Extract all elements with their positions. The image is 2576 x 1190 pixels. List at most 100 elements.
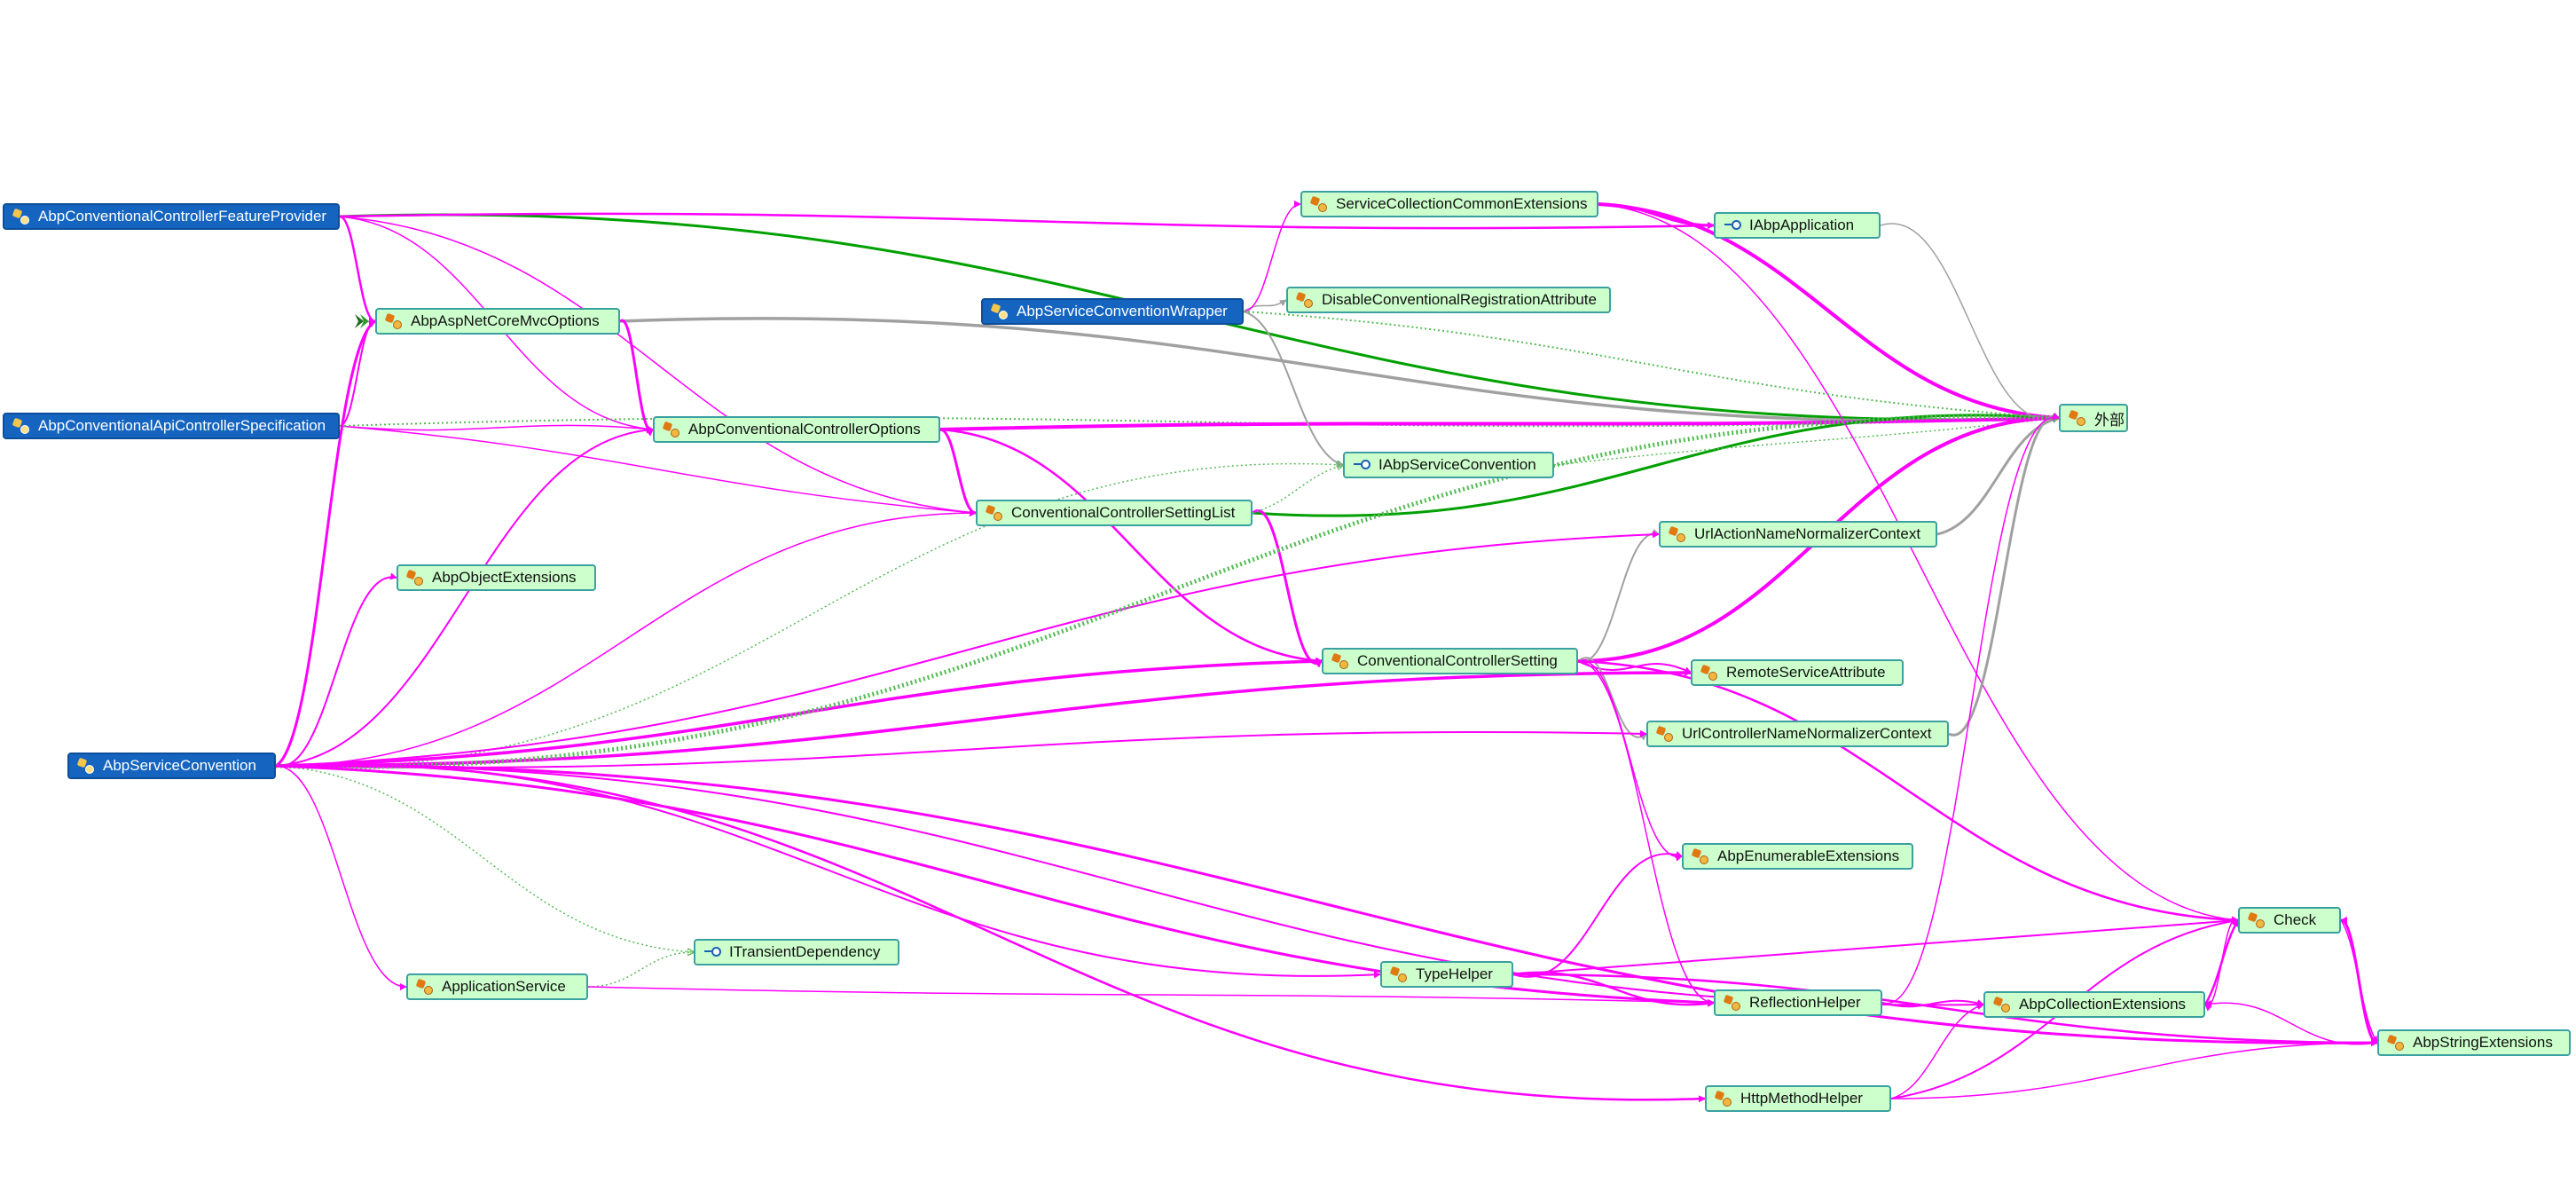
node-label: IAbpServiceConvention [1378,456,1536,473]
edge-settingList-to-controllerSetting [1252,509,1323,668]
node-label: ITransientDependency [729,943,881,960]
edge-settingList-to-iAbpServiceConvention [1252,465,1343,514]
node-label: ApplicationService [442,978,566,995]
edge-serviceConvention-to-aspNetCoreMvcOptions [275,319,376,768]
edge-aspNetCoreMvcOptions-to-controllerOptions [619,319,654,437]
edge-serviceConvention-to-iAbpServiceConvention [275,464,1343,768]
class-icon [990,303,1009,319]
node-label: Check [2274,911,2317,928]
class-icon [1331,653,1350,669]
class-icon [1700,665,1719,681]
node-label: HttpMethodHelper [1740,1090,1863,1107]
node-iAbpApplication[interactable]: IAbpApplication [1714,212,1881,239]
class-icon [12,418,31,434]
node-typeHelper[interactable]: TypeHelper [1380,961,1513,988]
node-collectionExtensions[interactable]: AbpCollectionExtensions [1983,991,2205,1018]
node-reflectionHelper[interactable]: ReflectionHelper [1714,989,1882,1016]
node-conventionWrapper[interactable]: AbpServiceConventionWrapper [981,298,1244,325]
node-disableConventional[interactable]: DisableConventionalRegistrationAttribute [1286,287,1611,313]
node-urlActionNormalizer[interactable]: UrlActionNameNormalizerContext [1659,521,1937,548]
node-stringExtensions[interactable]: AbpStringExtensions [2377,1029,2571,1056]
node-enumerableExtensions[interactable]: AbpEnumerableExtensions [1682,843,1913,870]
class-icon [985,505,1004,521]
node-label: IAbpApplication [1749,217,1855,233]
edge-iAbpServiceConvention-to-external [1553,418,2059,466]
edge-applicationService-to-reflectionHelper [587,986,1715,1006]
class-icon [662,422,681,437]
interface-icon [1352,457,1371,473]
class-icon [1992,997,2012,1013]
edge-controllerSetting-to-check [1577,659,2239,924]
node-label: AbpStringExtensions [2413,1034,2553,1051]
node-label: AbpCollectionExtensions [2019,996,2187,1013]
edge-serviceCollectionCommon-to-external [1598,202,2060,422]
edge-iAbpApplication-to-external [1880,223,2060,423]
node-iAbpServiceConvention[interactable]: IAbpServiceConvention [1343,452,1554,478]
edge-serviceConvention-to-remoteServiceAttr [275,669,1692,768]
edge-typeHelper-to-stringExtensions [1512,973,2378,1046]
class-icon [2386,1035,2406,1051]
node-iTransientDependency[interactable]: ITransientDependency [694,939,899,965]
node-check[interactable]: Check [2238,907,2341,934]
node-controllerOptions[interactable]: AbpConventionalControllerOptions [653,416,940,443]
node-label: ConventionalControllerSettingList [1011,504,1236,521]
edge-conventionWrapper-to-iAbpServiceConvention [1243,311,1344,467]
edge-controllerSetting-to-urlActionNormalizer [1577,528,1660,663]
node-label: AbpServiceConventionWrapper [1017,303,1228,319]
node-label: UrlControllerNameNormalizerContext [1682,725,1932,742]
node-label: ServiceCollectionCommonExtensions [1336,195,1588,212]
node-label: AbpConventionalControllerOptions [688,421,921,437]
node-serviceConvention[interactable]: AbpServiceConvention [67,753,276,779]
node-external[interactable]: 外部 [2059,404,2128,432]
edge-serviceConvention-to-iTransientDependency [275,765,694,952]
node-httpMethodHelper[interactable]: HttpMethodHelper [1705,1085,1891,1112]
class-icon [1668,526,1687,542]
edge-controllerOptions-to-controllerSetting [939,428,1323,665]
edge-typeHelper-to-reflectionHelper [1512,971,1715,1007]
interface-icon [703,944,722,960]
edge-featureProvider-to-aspNetCoreMvcOptions [339,215,376,325]
class-icon [384,313,404,329]
node-aspNetCoreMvcOptions[interactable]: AbpAspNetCoreMvcOptions [375,308,620,335]
class-icon [1691,848,1710,864]
node-label: AbpServiceConvention [103,757,256,774]
node-featureProvider[interactable]: AbpConventionalControllerFeatureProvider [3,203,340,230]
edge-serviceConvention-to-urlControllerNormalizer [275,729,1647,769]
edge-serviceConvention-to-collectionExtensions [275,764,1984,1009]
edge-httpMethodHelper-to-stringExtensions [1890,1039,2378,1099]
node-remoteServiceAttr[interactable]: RemoteServiceAttribute [1691,659,1904,686]
edge-serviceConvention-to-controllerSetting [275,658,1323,768]
edge-controllerSetting-to-urlControllerNormalizer [1577,657,1647,741]
class-icon [405,570,425,586]
class-icon [1295,292,1315,308]
class-icon [1389,966,1409,982]
edge-typeHelper-to-check [1512,917,2239,975]
class-icon [1714,1091,1733,1107]
edge-conventionWrapper-to-external [1243,311,2059,418]
edge-settingList-to-external [1252,414,2060,517]
node-serviceCollectionCommon[interactable]: ServiceCollectionCommonExtensions [1300,191,1598,217]
node-label: UrlActionNameNormalizerContext [1694,525,1921,542]
node-objectExtensions[interactable]: AbpObjectExtensions [397,564,596,591]
class-icon [12,209,31,225]
class-icon [1309,196,1329,212]
edge-serviceConvention-to-objectExtensions [275,572,397,768]
node-label: AbpConventionalApiControllerSpecificatio… [38,417,326,434]
interface-icon [1723,217,1742,233]
edge-reflectionHelper-to-collectionExtensions [1881,999,1984,1008]
node-settingList[interactable]: ConventionalControllerSettingList [976,500,1253,526]
edge-reflectionHelper-to-external [1881,413,2060,1005]
edge-controllerOptions-to-settingList [939,428,977,516]
edge-httpMethodHelper-to-collectionExtensions [1890,1003,1984,1099]
node-label: ConventionalControllerSetting [1357,652,1558,669]
node-urlControllerNormalizer[interactable]: UrlControllerNameNormalizerContext [1646,721,1949,747]
node-label: RemoteServiceAttribute [1726,664,1886,681]
class-icon [76,758,96,774]
edge-featureProvider-to-settingList [339,216,977,516]
node-applicationService[interactable]: ApplicationService [406,973,588,1000]
node-apiControllerSpec[interactable]: AbpConventionalApiControllerSpecificatio… [3,413,340,439]
node-controllerSetting[interactable]: ConventionalControllerSetting [1322,648,1578,674]
node-label: DisableConventionalRegistrationAttribute [1322,291,1597,308]
class-icon [1655,726,1675,742]
